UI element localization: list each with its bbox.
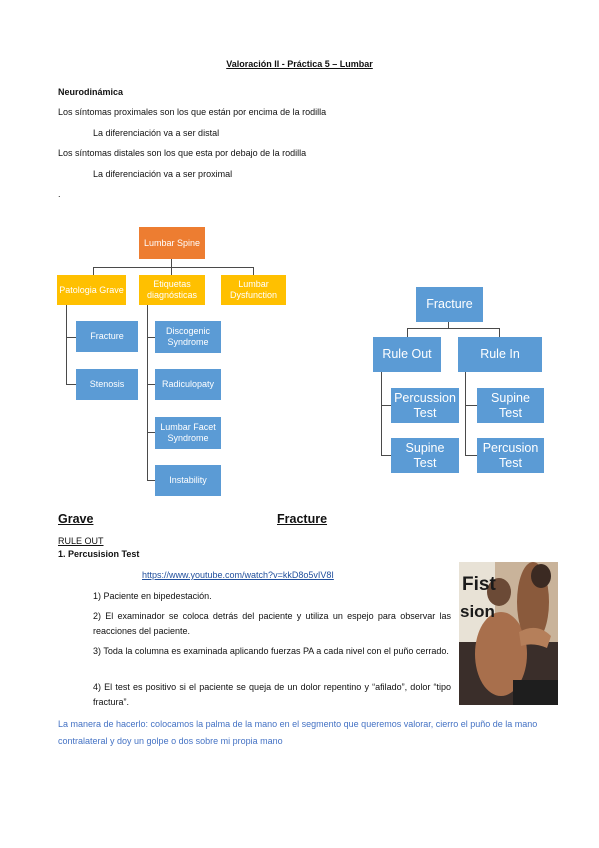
text-line-4: La diferenciación va a ser proximal: [93, 169, 233, 179]
document-title: Valoración II - Práctica 5 – Lumbar: [226, 59, 373, 69]
node-fracture: Fracture: [76, 321, 138, 352]
rule-out-label: RULE OUT: [58, 536, 104, 546]
node-label: Instability: [169, 475, 207, 485]
text-line-5: .: [58, 189, 61, 199]
node-radiculopaty: Radiculopaty: [155, 369, 221, 400]
node-label: Supine Test: [491, 390, 530, 420]
photo-text-fist: Fist: [462, 574, 496, 595]
heading-fracture: Fracture: [277, 512, 328, 526]
node-label: Radiculopaty: [161, 379, 215, 389]
heading-grave: Grave: [58, 512, 94, 526]
node-supine-test-out: Supine Test: [391, 438, 459, 473]
text-line-2: La diferenciación va a ser distal: [93, 128, 220, 138]
node-label: Lumbar Dysfunction: [229, 279, 278, 300]
node-lumbar-spine: Lumbar Spine: [139, 227, 205, 259]
node-label: Lumbar Spine: [143, 237, 201, 248]
node-label: Rule In: [480, 347, 520, 361]
step-1: 1) Paciente en bipedestación.: [93, 591, 212, 601]
method-note: La manera de hacerlo: colocamos la palma…: [58, 719, 538, 746]
node-label: Fracture: [90, 331, 124, 341]
step-3: 3) Toda la columna es examinada aplicand…: [93, 646, 449, 656]
node-rule-in: Rule In: [458, 337, 542, 372]
node-discogenic-syndrome: Discogenic Syndrome: [155, 321, 221, 353]
text-line-1: Los síntomas proximales son los que está…: [58, 107, 327, 117]
node-label: Stenosis: [89, 379, 125, 389]
node-lumbar-dysfunction: Lumbar Dysfunction: [221, 275, 286, 305]
node-supine-test-in: Supine Test: [477, 388, 544, 423]
node-etiquetas-diagnosticas: Etiquetas diagnósticas: [139, 275, 205, 305]
node-label: Discogenic Syndrome: [165, 326, 211, 347]
node-label: Patologia Grave: [59, 284, 124, 295]
node-label: Percussion Test: [394, 390, 456, 420]
node-instability: Instability: [155, 465, 221, 496]
node-percussion-test: Percussion Test: [391, 388, 459, 423]
node-label: Percusion Test: [482, 440, 539, 470]
step-4: 4) El test es positivo si el paciente se…: [93, 682, 451, 707]
node-lumbar-facet-syndrome: Lumbar Facet Syndrome: [155, 417, 221, 449]
node-patologia-grave: Patologia Grave: [57, 275, 126, 305]
test-title: 1. Percusision Test: [58, 549, 140, 559]
section-heading-neurodinamica: Neurodinámica: [58, 87, 124, 97]
node-label: Supine Test: [405, 440, 445, 470]
node-percusion-test-in: Percusion Test: [477, 438, 544, 473]
node-label: Rule Out: [382, 347, 432, 361]
youtube-link[interactable]: https://www.youtube.com/watch?v=kkD8o5vI…: [142, 570, 334, 580]
node-label: Fracture: [426, 297, 473, 311]
text-line-3: Los síntomas distales son los que esta p…: [58, 148, 307, 158]
node-fracture-root: Fracture: [416, 287, 483, 322]
node-label: Lumbar Facet Syndrome: [160, 422, 216, 443]
percussion-test-photo: Fist sion: [459, 562, 558, 705]
node-stenosis: Stenosis: [76, 369, 138, 400]
node-label: Etiquetas diagnósticas: [146, 279, 198, 300]
photo-text-sion: sion: [460, 602, 495, 621]
node-rule-out: Rule Out: [373, 337, 441, 372]
step-2: 2) El examinador se coloca detrás del pa…: [93, 611, 451, 636]
